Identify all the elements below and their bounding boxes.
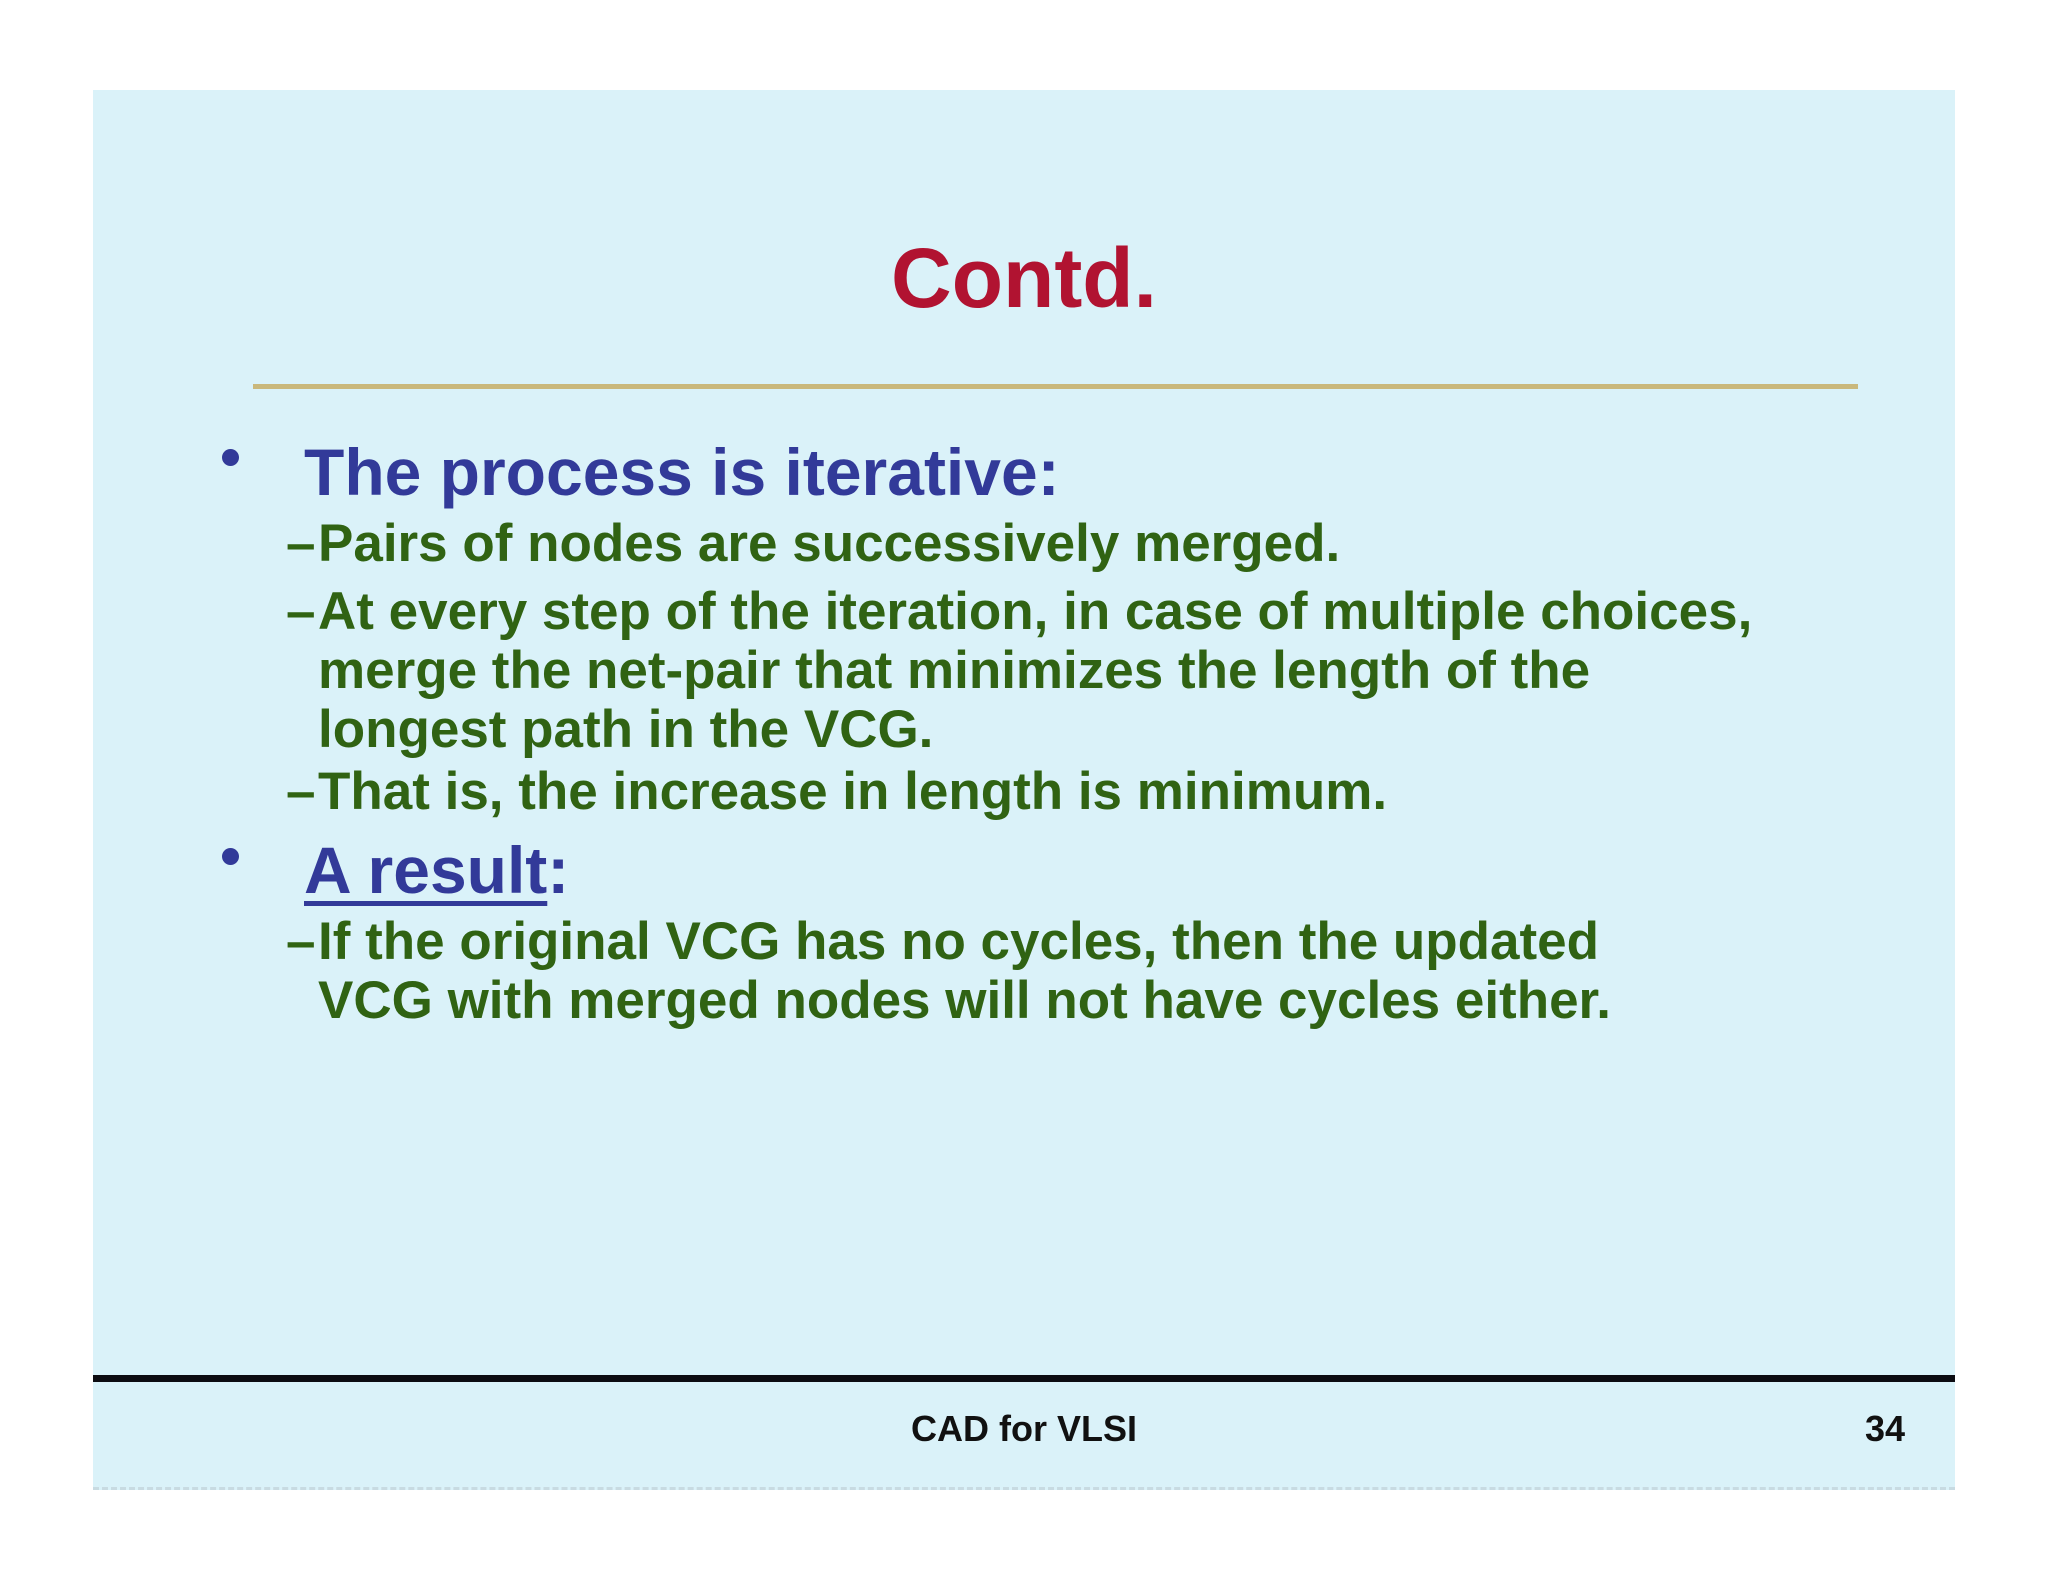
dash-marker: –: [286, 582, 316, 641]
bullet-dot-icon: [222, 449, 239, 466]
bullet-dot-icon: [222, 848, 239, 865]
dash-marker: –: [286, 912, 316, 971]
footer-page-number: 34: [1864, 1408, 1905, 1449]
bullet-item-heading: A result:: [304, 833, 570, 907]
sub-bullet-item: If the original VCG has no cycles, then …: [318, 912, 1611, 1030]
sub-bullet-line: merge the net-pair that minimizes the le…: [318, 641, 1591, 700]
footer-divider-line: [93, 1375, 1955, 1382]
bullet-item-heading-underlined-text: A result: [304, 833, 548, 907]
dash-marker: –: [286, 762, 316, 821]
sub-bullet-line: VCG with merged nodes will not have cycl…: [318, 971, 1611, 1030]
bullet-item-heading-text: The process is iterative:: [304, 435, 1060, 509]
sub-bullet-item: That is, the increase in length is minim…: [318, 762, 1387, 821]
slide-title: Contd.: [891, 231, 1157, 325]
sub-bullet-line: If the original VCG has no cycles, then …: [318, 912, 1600, 971]
bullet-item-heading-suffix: :: [547, 833, 570, 907]
sub-bullet-item: At every step of the iteration, in case …: [318, 582, 1752, 759]
footer-course-title: CAD for VLSI: [910, 1408, 1137, 1449]
dash-marker: –: [286, 514, 316, 573]
sub-bullet-item: Pairs of nodes are successively merged.: [318, 514, 1340, 573]
title-divider-line: [253, 384, 1858, 389]
sub-bullet-line: At every step of the iteration, in case …: [318, 582, 1753, 641]
sub-bullet-line: That is, the increase in length is minim…: [318, 762, 1388, 821]
bullet-item-heading: The process is iterative:: [304, 435, 1060, 509]
sub-bullet-line: longest path in the VCG.: [318, 700, 934, 759]
presentation-slide: Contd. The process is iterative: – Pairs…: [93, 90, 1955, 1490]
sub-bullet-line: Pairs of nodes are successively merged.: [318, 514, 1341, 573]
